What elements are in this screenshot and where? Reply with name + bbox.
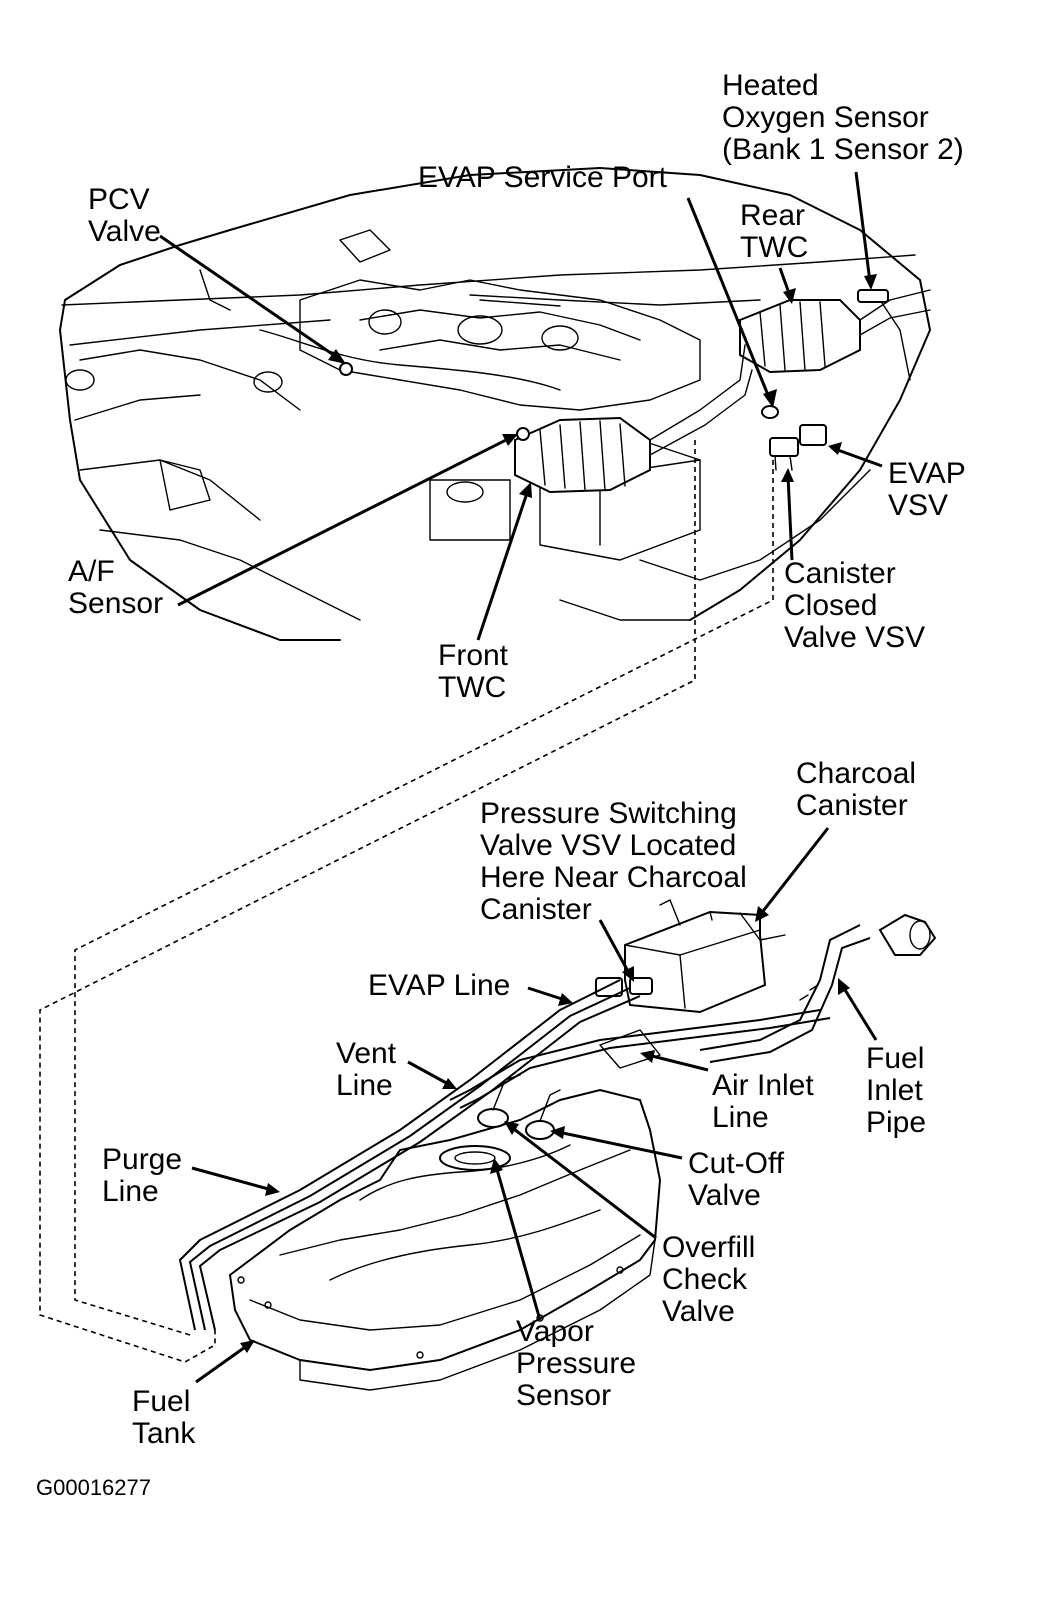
label-evap-service-port: EVAP Service Port: [418, 162, 667, 194]
leader-lines: [159, 171, 883, 1384]
label-evap-vsv: EVAP VSV: [888, 458, 966, 522]
label-line: Pressure Switching: [480, 797, 737, 830]
label-line: EVAP Line: [368, 969, 511, 1002]
label-charcoal-canister: Charcoal Canister: [796, 758, 916, 822]
label-line: EVAP Service Port: [418, 161, 667, 194]
label-line: Fuel: [132, 1385, 191, 1418]
label-line: Tank: [132, 1417, 196, 1450]
label-line: Purge: [102, 1143, 183, 1176]
label-line: Cut-Off: [688, 1147, 785, 1180]
label-evap-line: EVAP Line: [368, 970, 510, 1002]
label-line: TWC: [438, 671, 507, 704]
label-line: Line: [336, 1069, 393, 1102]
label-heated-oxygen-sensor: Heated Oxygen Sensor (Bank 1 Sensor 2): [722, 70, 964, 166]
label-front-twc: Front TWC: [438, 640, 508, 704]
label-line: Check: [662, 1263, 748, 1296]
figure-code: G00016277: [36, 1475, 151, 1500]
label-fuel-tank: Fuel Tank: [132, 1386, 195, 1450]
label-line: Valve: [688, 1179, 761, 1212]
label-line: VSV: [888, 489, 949, 522]
label-af-sensor: A/F Sensor: [68, 556, 163, 620]
connector-dashed-outline: [39, 440, 774, 1363]
label-line: Pressure: [516, 1347, 637, 1380]
label-pcv-valve: PCV Valve: [88, 184, 161, 248]
label-line: Valve: [662, 1295, 735, 1328]
label-air-inlet-line: Air Inlet Line: [712, 1070, 814, 1134]
label-line: Vapor: [516, 1315, 594, 1348]
label-line: Valve VSV: [784, 621, 926, 654]
label-line: Charcoal: [796, 757, 917, 790]
label-line: Rear: [740, 199, 806, 232]
label-line: EVAP: [888, 457, 966, 490]
label-cut-off-valve: Cut-Off Valve: [688, 1148, 784, 1212]
label-line: A/F: [68, 555, 115, 588]
label-line: Line: [102, 1175, 159, 1208]
label-line: Canister: [784, 557, 896, 590]
label-line: Valve: [88, 215, 161, 248]
label-line: Inlet: [866, 1074, 923, 1107]
label-vent-line: Vent Line: [336, 1038, 396, 1102]
label-purge-line: Purge Line: [102, 1144, 182, 1208]
label-line: Here Near Charcoal: [480, 861, 747, 894]
label-pressure-switching-valve-vsv: Pressure Switching Valve VSV Located Her…: [480, 798, 747, 926]
label-line: Canister: [796, 789, 908, 822]
label-line: Line: [712, 1101, 769, 1134]
label-line: Closed: [784, 589, 878, 622]
label-canister-closed-valve-vsv: Canister Closed Valve VSV: [784, 558, 925, 654]
label-line: Overfill: [662, 1231, 756, 1264]
label-line: Oxygen Sensor: [722, 101, 929, 134]
label-vapor-pressure-sensor: Vapor Pressure Sensor: [516, 1316, 636, 1412]
label-fuel-inlet-pipe: Fuel Inlet Pipe: [866, 1043, 926, 1139]
label-line: Fuel: [866, 1042, 925, 1075]
label-line: Sensor: [516, 1379, 612, 1412]
label-line: Canister: [480, 893, 592, 926]
label-line: Pipe: [866, 1106, 927, 1139]
label-line: Air Inlet: [712, 1069, 814, 1102]
label-overfill-check-valve: Overfill Check Valve: [662, 1232, 755, 1328]
label-line: TWC: [740, 231, 809, 264]
label-line: Vent: [336, 1037, 397, 1070]
engine-bay-illustration: [59, 167, 931, 641]
label-line: Heated: [722, 69, 819, 102]
label-rear-twc: Rear TWC: [740, 200, 808, 264]
label-line: PCV: [88, 183, 150, 216]
label-line: Valve VSV Located: [480, 829, 737, 862]
label-line: Front: [438, 639, 509, 672]
label-line: Sensor: [68, 587, 164, 620]
label-line: (Bank 1 Sensor 2): [722, 133, 964, 166]
